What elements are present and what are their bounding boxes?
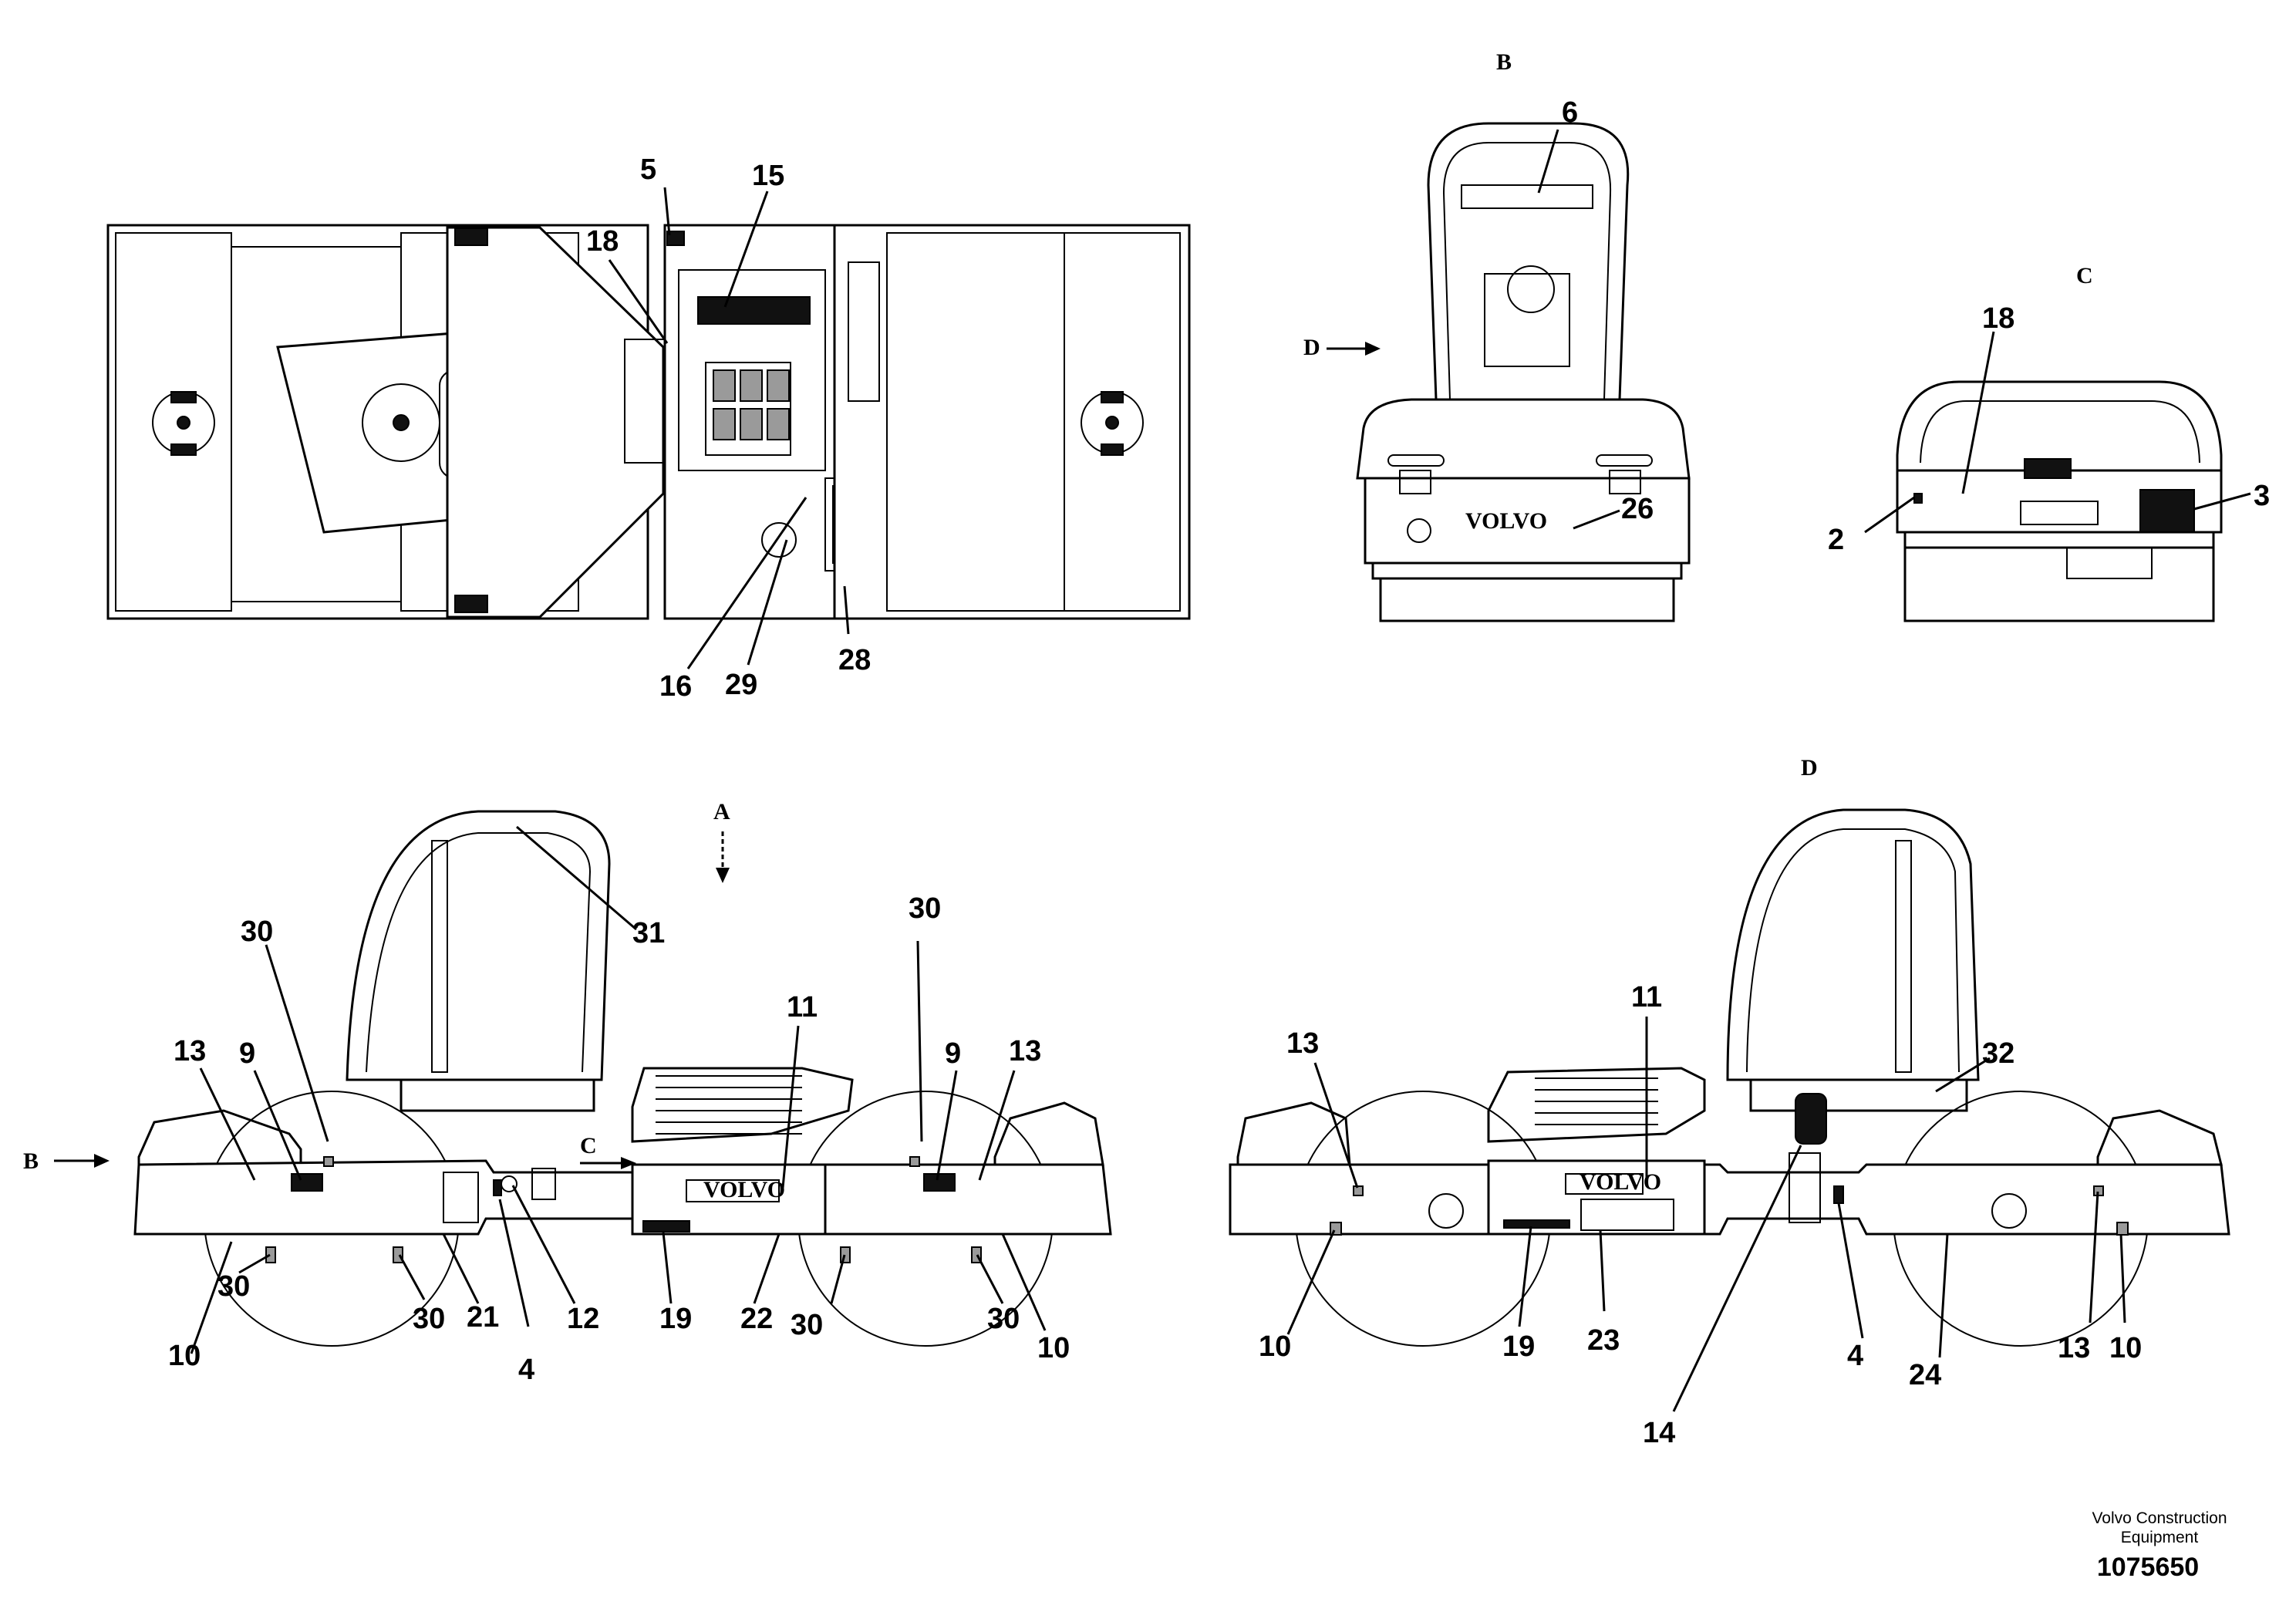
callout-18: 18 [586,225,619,258]
view-c-drawing [1896,380,2223,622]
callout-13-a: 13 [174,1035,206,1067]
callout-30-f: 30 [987,1303,1020,1335]
callout-15: 15 [752,160,784,192]
callout-21: 21 [467,1301,499,1334]
callout-32: 32 [1982,1037,2014,1070]
callout-9-a: 9 [239,1037,255,1070]
callout-18-c: 18 [1982,302,2014,335]
side-view-left-drawing: VOLVO [133,810,1112,1347]
callout-14: 14 [1643,1417,1675,1449]
company-name-line2: Equipment [2121,1529,2199,1546]
callout-9-b: 9 [945,1037,961,1070]
top-view-drawing [106,224,1191,620]
callout-30-e: 30 [791,1309,823,1341]
view-label-a: A [713,799,730,824]
view-label-c-side: C [580,1133,597,1158]
callout-10-b: 10 [1037,1332,1070,1364]
footer-block: Volvo Construction Equipment 1075650 [2092,1509,2227,1582]
callout-30-c: 30 [217,1270,250,1303]
callout-12: 12 [567,1303,599,1335]
brand-volvo-right: VOLVO [1580,1169,1661,1195]
callout-30-a: 30 [241,916,273,948]
top-view-callouts: 5 15 18 16 29 28 [586,153,871,703]
callout-2: 2 [1828,524,1844,556]
callout-4-b: 4 [1847,1340,1863,1372]
callout-30-b: 30 [909,892,941,925]
view-label-d: D [1801,755,1818,781]
view-label-c: C [2076,263,2093,288]
callout-10-d: 10 [2109,1332,2142,1364]
side-view-right-labels: D 11 13 32 10 19 23 4 24 13 10 14 [1259,755,2142,1449]
callout-5: 5 [640,153,656,186]
view-label-b-side: B [23,1148,39,1174]
brand-volvo-b: VOLVO [1465,508,1547,534]
callout-13-b: 13 [1009,1035,1041,1067]
view-label-d-arrow: D [1303,335,1320,360]
callout-16: 16 [659,670,692,703]
document-number: 1075650 [2097,1553,2199,1582]
callout-11-b: 11 [1631,981,1662,1013]
view-b-drawing: VOLVO [1356,122,1691,622]
callout-13-d: 13 [2058,1332,2090,1364]
top-view-leaders [608,187,850,669]
view-label-b: B [1496,49,1512,75]
callout-28: 28 [838,644,871,676]
callout-19-a: 19 [659,1303,692,1335]
callout-4-a: 4 [518,1354,534,1386]
side-view-right-drawing: VOLVO [1229,808,2230,1347]
callout-23: 23 [1587,1324,1620,1357]
callout-31: 31 [632,917,665,949]
callout-11-a: 11 [787,991,818,1023]
callout-29: 29 [725,669,757,701]
callout-6: 6 [1562,96,1578,129]
callout-30-d: 30 [413,1303,445,1335]
callout-10-a: 10 [168,1340,201,1372]
callout-3: 3 [2254,480,2270,512]
side-view-left-labels: A B C 31 30 30 13 9 9 13 11 1 [23,799,1070,1386]
view-b-labels: B D 6 26 [1303,49,1654,530]
callout-10-c: 10 [1259,1330,1291,1363]
brand-volvo-left: VOLVO [703,1177,785,1202]
callout-22: 22 [740,1303,773,1335]
company-name-line1: Volvo Construction [2092,1509,2227,1527]
view-c-labels: C 18 2 3 [1828,263,2270,556]
callout-24: 24 [1909,1359,1941,1391]
callout-13-c: 13 [1286,1027,1319,1060]
callout-19-b: 19 [1502,1330,1535,1363]
callout-26: 26 [1621,493,1654,525]
